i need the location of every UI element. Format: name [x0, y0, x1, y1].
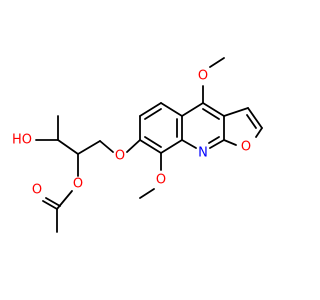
ring-nitrogen-label: N	[198, 146, 208, 161]
ester-oxygen-label: O	[73, 177, 83, 192]
bond	[181, 139, 197, 149]
bond	[202, 108, 220, 120]
carbonyl-oxygen-label: O	[32, 183, 42, 198]
bond	[139, 139, 162, 154]
bond	[181, 102, 204, 117]
bond	[144, 136, 162, 148]
bond	[160, 139, 183, 154]
bond	[247, 107, 263, 129]
bond	[223, 139, 237, 146]
methoxy-4-oxygen-label: O	[198, 69, 208, 84]
bond	[208, 136, 220, 144]
bond	[139, 188, 155, 199]
bond	[139, 102, 162, 117]
bond	[144, 108, 162, 120]
bond	[45, 197, 61, 207]
bond	[223, 107, 249, 117]
hydroxyl-label: HO	[12, 133, 32, 148]
bond	[246, 114, 257, 129]
atom-labels: HO O O O O O N O	[12, 69, 251, 198]
chemical-structure-diagram: HO O O O O O N O	[12, 57, 263, 233]
bond	[42, 200, 58, 210]
methoxy-8-oxygen-label: O	[156, 173, 166, 188]
bond	[126, 139, 141, 153]
furan-oxygen-label: O	[241, 140, 251, 155]
bond	[77, 140, 101, 155]
ether-oxygen-label: O	[115, 149, 125, 164]
bond	[209, 139, 225, 149]
bond	[202, 102, 225, 117]
bond-lines	[35, 57, 263, 233]
bond	[255, 127, 263, 138]
bond	[160, 102, 183, 117]
bond	[57, 139, 79, 155]
bond	[209, 57, 225, 68]
bond	[99, 140, 114, 153]
